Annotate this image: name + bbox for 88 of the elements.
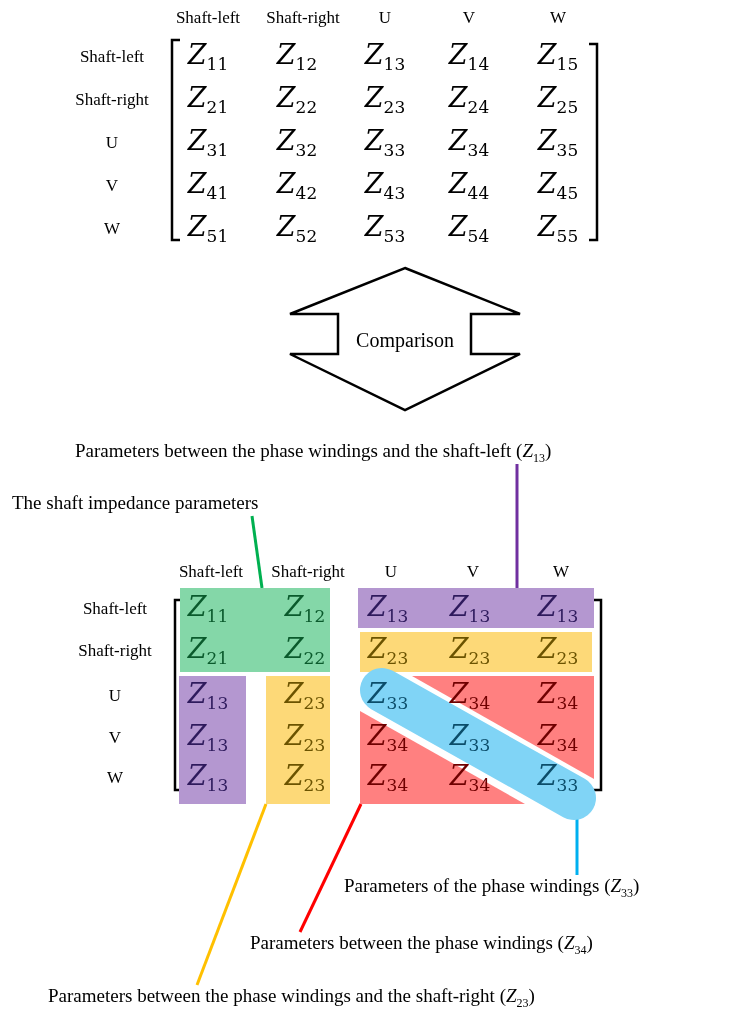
matrix-entry: Z$_{54}$ (448, 212, 490, 246)
callout-text: Parameters between the phase windings and the shaft-right (Z$_{23}$) (48, 985, 535, 1011)
row-header: Shaft-left (82, 599, 148, 619)
matrix-entry: Z$_{32}$ (276, 126, 318, 160)
highlight-band (266, 676, 330, 804)
matrix-entry: Z$_{34}$ (449, 761, 491, 795)
matrix-entry: Z$_{33}$ (449, 721, 491, 755)
matrix-entry: Z$_{51}$ (187, 212, 229, 246)
matrix-entry: Z$_{13}$ (367, 592, 409, 626)
leader-line (250, 515, 264, 589)
callout-text: The shaft impedance parameters (12, 492, 259, 515)
row-header: Shaft-left (79, 47, 145, 67)
matrix-entry: Z$_{22}$ (276, 83, 318, 117)
matrix-entry: Z$_{45}$ (537, 169, 579, 203)
matrix-entry: Z$_{13}$ (187, 679, 229, 713)
matrix-entry: Z$_{22}$ (284, 634, 326, 668)
matrix-entry: Z$_{52}$ (276, 212, 318, 246)
column-header: Shaft-right (271, 562, 345, 582)
leader-line (298, 803, 363, 933)
matrix-entry: Z$_{34}$ (537, 721, 579, 755)
matrix-entry: Z$_{33}$ (364, 126, 406, 160)
leader-line (575, 818, 579, 875)
matrix-entry: Z$_{14}$ (448, 40, 490, 74)
matrix-entry: Z$_{31}$ (187, 126, 229, 160)
matrix-entry: Z$_{13}$ (187, 761, 229, 795)
leader-line (195, 803, 268, 986)
matrix-entry: Z$_{24}$ (448, 83, 490, 117)
matrix-entry: Z$_{34}$ (367, 721, 409, 755)
leader-line (515, 464, 519, 588)
matrix-entry: Z$_{33}$ (367, 679, 409, 713)
matrix-entry: Z$_{55}$ (537, 212, 579, 246)
highlight-diagonal (360, 668, 596, 820)
row-header: Shaft-right (75, 90, 149, 110)
matrix-entry: Z$_{23}$ (367, 634, 409, 668)
matrix-entry: Z$_{53}$ (364, 212, 406, 246)
matrix-entry: Z$_{34}$ (448, 126, 490, 160)
matrix-entry: Z$_{21}$ (187, 83, 229, 117)
row-header: W (107, 768, 123, 788)
matrix-entry: Z$_{33}$ (537, 761, 579, 795)
matrix-entry: Z$_{34}$ (449, 679, 491, 713)
matrix-entry: Z$_{43}$ (364, 169, 406, 203)
matrix-entry: Z$_{13}$ (187, 721, 229, 755)
column-header: U (378, 8, 392, 28)
matrix-entry: Z$_{13}$ (449, 592, 491, 626)
callout-text: Parameters between the phase windings (Z$_{34}$) (250, 932, 593, 958)
matrix-entry: Z$_{15}$ (537, 40, 579, 74)
matrix-entry: Z$_{12}$ (276, 40, 318, 74)
highlight-band (360, 632, 592, 672)
row-header: V (105, 176, 119, 196)
matrix-entry: Z$_{23}$ (284, 721, 326, 755)
column-header: V (462, 8, 476, 28)
matrix-entry: Z$_{23}$ (284, 761, 326, 795)
matrix-entry: Z$_{42}$ (276, 169, 318, 203)
callout-text: Parameters of the phase windings (Z$_{33}$) (344, 875, 640, 901)
matrix-entry: Z$_{35}$ (537, 126, 579, 160)
row-header: U (105, 133, 119, 153)
matrix-entry: Z$_{12}$ (284, 592, 326, 626)
matrix-entry: Z$_{25}$ (537, 83, 579, 117)
matrix-entry: Z$_{23}$ (364, 83, 406, 117)
column-header: W (550, 8, 566, 28)
row-header: W (104, 219, 120, 239)
matrix-entry: Z$_{13}$ (537, 592, 579, 626)
matrix-entry: Z$_{23}$ (284, 679, 326, 713)
callout-text: Parameters between the phase windings and the shaft-left (Z$_{13}$) (75, 440, 552, 466)
matrix-entry: Z$_{11}$ (187, 592, 229, 626)
column-header: Shaft-right (266, 8, 340, 28)
column-header: U (384, 562, 398, 582)
highlight-band (358, 588, 594, 628)
matrix-entry: Z$_{21}$ (187, 634, 229, 668)
matrix-entry: Z$_{23}$ (449, 634, 491, 668)
column-header: Shaft-left (175, 8, 241, 28)
matrix-entry: Z$_{13}$ (364, 40, 406, 74)
matrix-entry: Z$_{34}$ (537, 679, 579, 713)
matrix-entry: Z$_{11}$ (187, 40, 229, 74)
matrix-entry: Z$_{23}$ (537, 634, 579, 668)
highlight-band (180, 588, 330, 672)
matrix-entry: Z$_{34}$ (367, 761, 409, 795)
row-header: V (108, 728, 122, 748)
column-header: W (553, 562, 569, 582)
matrix-entry: Z$_{44}$ (448, 169, 490, 203)
row-header: Shaft-right (78, 641, 152, 661)
row-header: U (108, 686, 122, 706)
double-arrow (288, 266, 522, 412)
highlight-band (179, 676, 246, 804)
column-header: Shaft-left (178, 562, 244, 582)
matrix-entry: Z$_{41}$ (187, 169, 229, 203)
arrow-label: Comparison (356, 328, 454, 352)
column-header: V (466, 562, 480, 582)
